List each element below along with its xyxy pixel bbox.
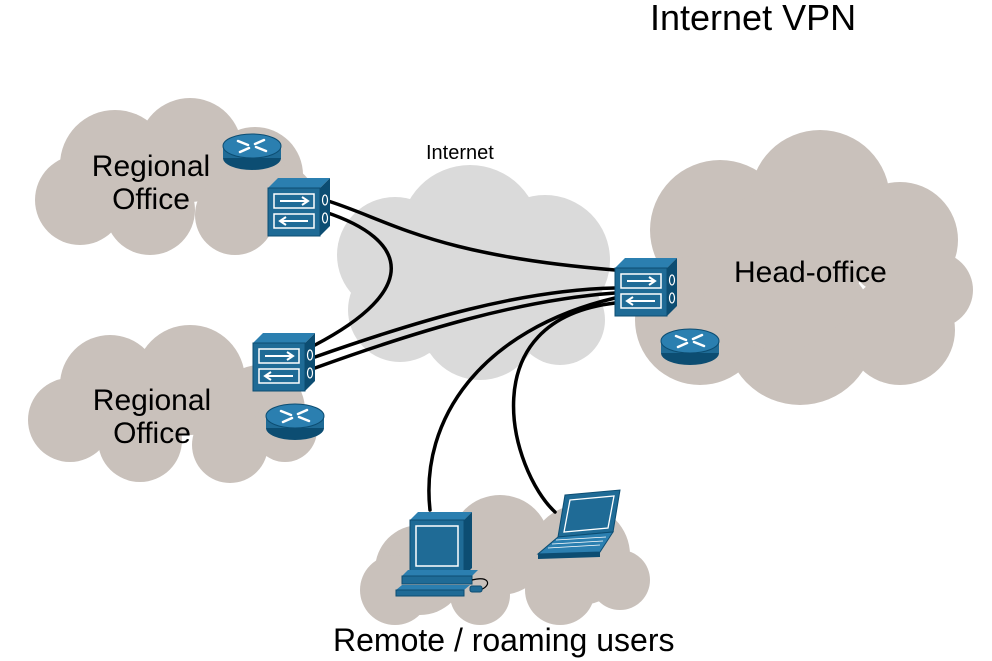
- head-office-label: Head-office: [734, 256, 887, 289]
- vpn-firewall-icon: [614, 258, 677, 317]
- internet-label: Internet: [426, 142, 494, 164]
- vpn-firewall-icon: [267, 178, 330, 237]
- regional-office-2-line-2: Office: [113, 417, 191, 450]
- regional-office-2-line-1: Regional: [92, 384, 212, 417]
- laptop-icon: [536, 489, 621, 559]
- regional-office-1-line-1: Regional: [91, 150, 211, 183]
- vpn-firewall-icon: [252, 333, 315, 392]
- router-icon: [660, 328, 720, 365]
- diagram-title: Internet VPN: [650, 0, 857, 38]
- router-icon: [222, 133, 282, 170]
- desktop-computer-icon: [395, 512, 489, 597]
- regional-office-1-label: Regional Office: [71, 150, 231, 216]
- router-icon: [265, 403, 325, 440]
- internet-cloud-icon: [337, 165, 610, 380]
- remote-users-label: Remote / roaming users: [333, 622, 675, 658]
- vpn-links: [313, 198, 617, 514]
- regional-office-2-cloud: [28, 325, 317, 483]
- regional-office-2-label: Regional Office: [72, 384, 232, 450]
- regional-office-1-line-2: Office: [112, 183, 190, 216]
